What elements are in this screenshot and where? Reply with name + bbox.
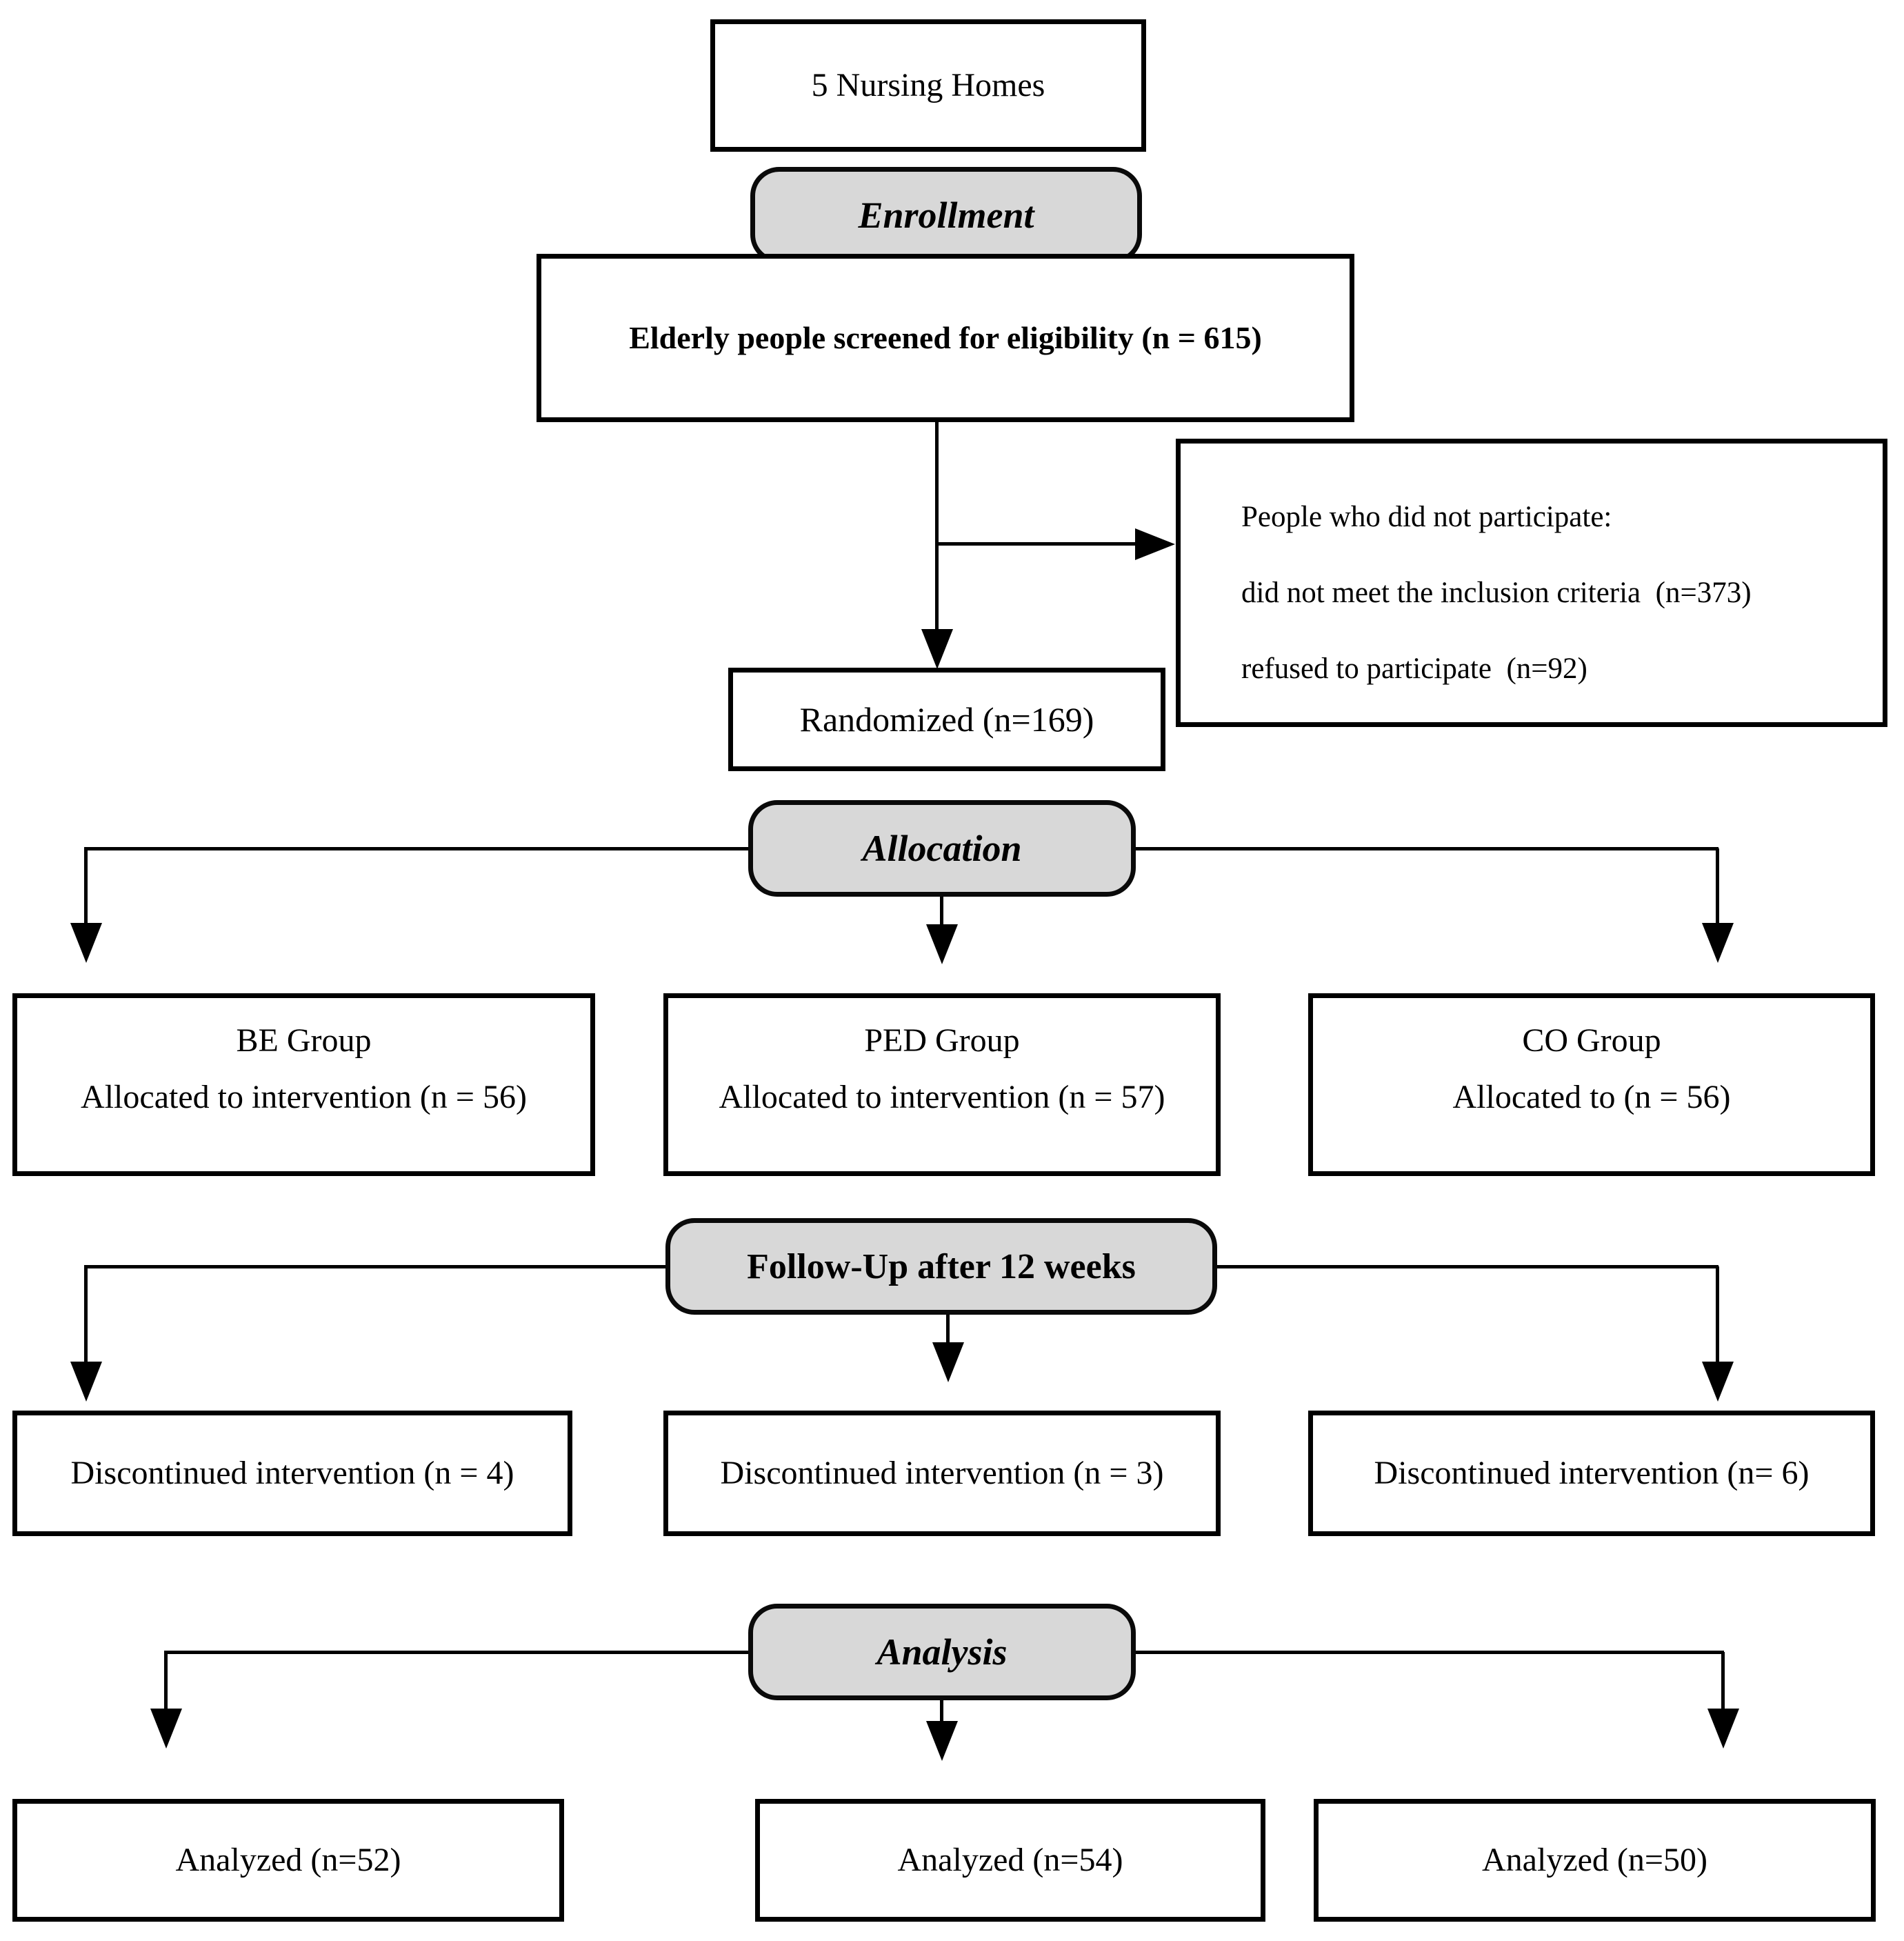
allocation-band: Allocation — [748, 800, 1136, 897]
arrowhead-down-ped-analyzed — [926, 1721, 958, 1761]
connector-branch-nonparticipants — [935, 542, 1136, 546]
connector-allocation-right — [1136, 847, 1718, 850]
connector-analysis-right — [1136, 1651, 1724, 1654]
connector-allocation-left — [84, 847, 748, 850]
screened-box: Elderly people screened for eligibility … — [537, 254, 1354, 422]
enrollment-band: Enrollment — [750, 167, 1142, 263]
arrowhead-down-co-group — [1702, 923, 1734, 963]
connector-followup-center-drop — [946, 1315, 950, 1344]
connector-followup-left — [84, 1265, 665, 1268]
co-group-name: CO Group — [1522, 1022, 1661, 1059]
connector-analysis-center-drop — [940, 1700, 943, 1722]
connector-followup-left-drop — [84, 1266, 88, 1363]
connector-allocation-right-drop — [1716, 848, 1719, 924]
ped-analyzed-box: Analyzed (n=54) — [755, 1799, 1265, 1922]
nonparticipants-title: People who did not participate: — [1241, 501, 1612, 534]
connector-followup-right — [1217, 1265, 1718, 1268]
connector-screened-randomized — [935, 421, 939, 631]
arrowhead-down-be-group — [70, 923, 102, 963]
ped-discontinued-box: Discontinued intervention (n = 3) — [663, 1411, 1221, 1536]
analysis-band: Analysis — [748, 1604, 1136, 1700]
connector-followup-right-drop — [1716, 1266, 1719, 1363]
co-discontinued-box: Discontinued intervention (n= 6) — [1308, 1411, 1875, 1536]
co-group-box: CO Group Allocated to (n = 56) — [1308, 993, 1875, 1176]
followup-band: Follow-Up after 12 weeks — [665, 1218, 1217, 1315]
co-group-allocated: Allocated to (n = 56) — [1452, 1079, 1731, 1115]
connector-analysis-right-drop — [1721, 1652, 1725, 1710]
nonparticipants-reason-inclusion: did not meet the inclusion criteria (n=3… — [1241, 577, 1752, 610]
arrowhead-down-be-analyzed — [150, 1709, 182, 1749]
be-analyzed-box: Analyzed (n=52) — [12, 1799, 564, 1922]
ped-group-allocated: Allocated to intervention (n = 57) — [719, 1079, 1165, 1115]
arrowhead-down-co-analyzed — [1707, 1709, 1739, 1749]
co-analyzed-box: Analyzed (n=50) — [1314, 1799, 1876, 1922]
ped-group-box: PED Group Allocated to intervention (n =… — [663, 993, 1221, 1176]
arrowhead-right-nonparticipants — [1135, 528, 1175, 560]
connector-allocation-center-drop — [940, 897, 943, 926]
be-discontinued-box: Discontinued intervention (n = 4) — [12, 1411, 572, 1536]
arrowhead-down-co-discontinued — [1702, 1362, 1734, 1402]
be-group-name: BE Group — [236, 1022, 372, 1059]
nonparticipants-box: People who did not participate: did not … — [1176, 439, 1887, 727]
arrowhead-down-ped-group — [926, 924, 958, 964]
ped-group-name: PED Group — [864, 1022, 1020, 1059]
arrowhead-down-be-discontinued — [70, 1362, 102, 1402]
nursing-homes-box: 5 Nursing Homes — [710, 19, 1146, 152]
nonparticipants-reason-refused: refused to participate (n=92) — [1241, 652, 1587, 685]
be-group-box: BE Group Allocated to intervention (n = … — [12, 993, 595, 1176]
randomized-box: Randomized (n=169) — [728, 668, 1165, 771]
arrowhead-down-ped-discontinued — [932, 1342, 964, 1382]
connector-analysis-left-drop — [164, 1652, 168, 1710]
be-group-allocated: Allocated to intervention (n = 56) — [81, 1079, 527, 1115]
connector-allocation-left-drop — [84, 848, 88, 924]
connector-analysis-left — [164, 1651, 748, 1654]
arrowhead-down-randomized — [921, 629, 953, 669]
